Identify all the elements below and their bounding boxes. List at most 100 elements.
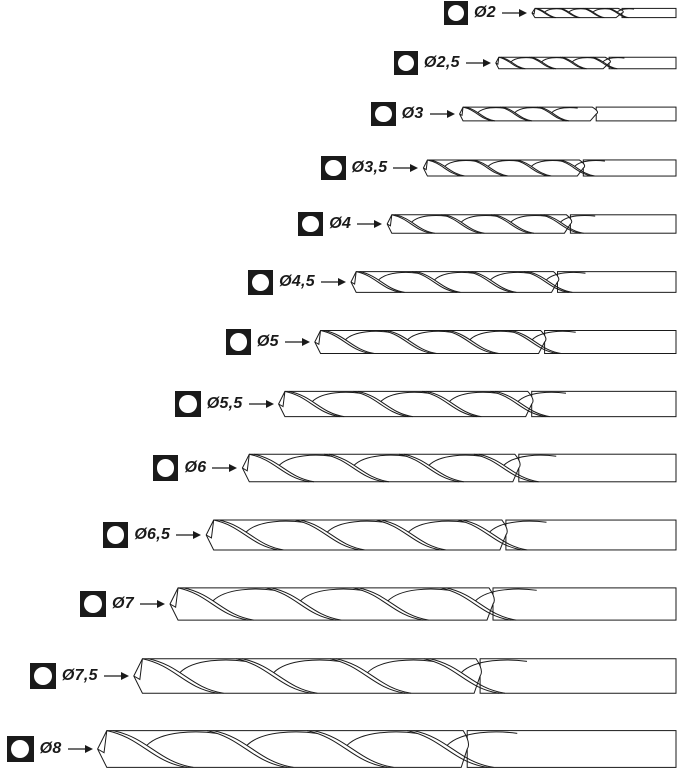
drill-spiral-groove [473,159,509,177]
arrow-right-icon [321,277,347,287]
drill-spiral-groove [218,519,284,551]
drill-spiral-groove [511,330,562,354]
drill-spiral-edge [380,391,429,402]
size-label-group: Ø7 [80,589,166,619]
drill-spiral-groove [358,587,429,621]
drill-spiral-edge [531,330,576,341]
drill-spiral-groove [490,390,546,418]
circle-in-square-icon [444,1,469,25]
diameter-label: Ø4 [329,215,352,232]
size-label-group: Ø6 [152,453,239,483]
drill-tip [459,107,464,117]
drill-spiral-groove [467,271,513,293]
drill-shank [531,390,677,418]
drill-tip [205,519,215,539]
drill-spiral-groove [584,7,605,19]
drill-spiral-groove [265,587,336,621]
drill-spiral-edge [407,330,452,341]
drill-spiral-edge [446,731,518,746]
drill-spiral-groove [429,658,505,694]
circle-in-square-icon [393,50,418,76]
drill-spiral-groove [356,271,401,293]
drill-spiral-groove [502,106,533,122]
drill-spiral-groove [284,390,340,418]
drill-spiral-groove [444,214,485,234]
drill-shank [595,106,677,122]
drill-spiral-edge [311,391,361,402]
drill-spiral-groove [500,56,526,70]
drill-spiral-edge [517,391,567,402]
arrow-right-icon [502,8,528,18]
drill-tip [386,214,393,227]
drill-spiral-groove [324,453,385,483]
drill-spiral-groove [490,214,531,234]
circle-in-square-icon [152,455,179,481]
drill-flute-body [133,658,482,694]
drill-spiral-edge [378,271,418,281]
drill-spiral-groove [177,587,249,621]
circle-in-square-icon [102,522,129,548]
drill-tip [495,57,500,65]
drill-spiral-groove [462,106,493,122]
drill-spiral-groove [375,519,442,551]
drill-spiral-groove [289,390,345,418]
drill-spiral-groove [299,519,366,551]
drill-spiral-groove [527,271,573,293]
drill-spiral-edge [367,659,434,673]
drill-spiral-groove [359,271,405,293]
drill-spiral-groove [394,214,435,234]
circle-in-square-icon [7,735,34,763]
drill-spiral-groove [381,519,447,551]
drill-bit [97,730,677,768]
size-label-group: Ø6,5 [102,520,203,550]
arrow-right-icon [465,58,492,68]
drill-spiral-edge [212,588,275,602]
drill-bit [133,658,677,694]
arrow-right-icon [212,463,238,473]
drill-spiral-groove [516,159,552,177]
drill-tip [350,271,357,285]
drill-spiral-groove [335,658,412,694]
drill-spiral-groove [113,730,194,768]
drill-spiral-groove [499,106,530,122]
drill-spiral-edge [179,659,246,673]
size-label-group: Ø4,5 [248,267,347,297]
drill-spiral-groove [446,587,517,621]
drill-spiral-groove [413,730,494,768]
diameter-label: Ø5 [256,333,279,350]
drill-shank [569,214,677,234]
drill-spiral-edge [245,520,304,533]
drill-spiral-groove [148,658,224,694]
drill-bit [459,106,677,122]
drill-spiral-groove [271,587,342,621]
drill-flute-body [495,56,611,70]
drill-spiral-edge [300,588,362,602]
drill-tip [242,454,250,472]
circle-in-square-icon [248,269,274,295]
diameter-label: Ø3,5 [351,159,388,176]
drill-spiral-groove [329,658,406,694]
drill-bit [278,390,677,418]
drill-shank [492,587,677,621]
drill-spiral-edge [545,271,586,281]
drill-spiral-groove [294,519,360,551]
drill-spiral-groove [382,330,433,354]
drill-spiral-edge [146,731,217,746]
drill-bit [205,519,677,551]
drill-spiral-groove [444,330,495,354]
drill-spiral-groove [352,587,424,621]
drill-spiral-groove [590,56,616,70]
diameter-label: Ø2 [474,4,496,21]
drill-spiral-groove [513,159,549,177]
drill-tip [278,391,286,408]
drill-spiral-groove [320,330,371,354]
drill-tip [423,159,428,171]
drill-spiral-groove [561,56,587,70]
drill-spiral-groove [608,7,629,19]
drill-bit [386,214,677,234]
drill-bit [422,159,677,177]
drill-spiral-groove [407,730,488,768]
drill-spiral-groove [462,519,528,551]
drill-flute-body [205,519,508,551]
